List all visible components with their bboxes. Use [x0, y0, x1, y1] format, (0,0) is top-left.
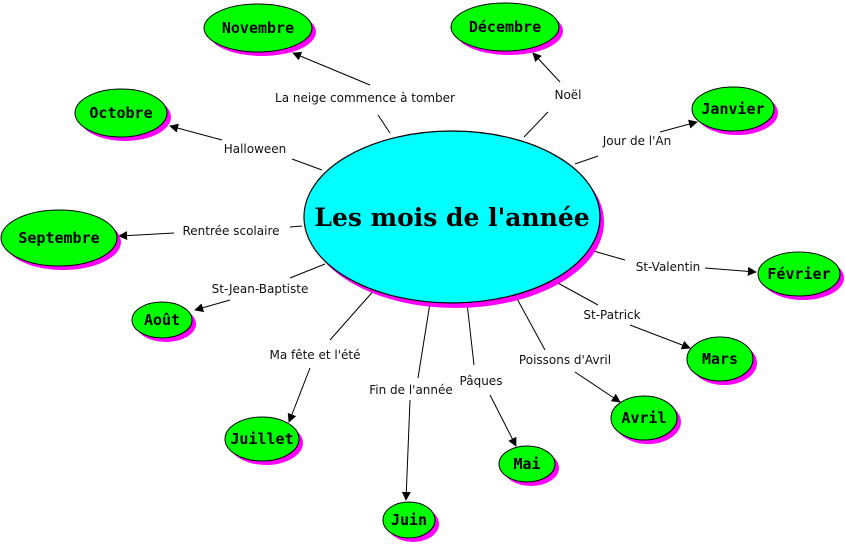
month-node-juillet[interactable]: Juillet — [224, 416, 303, 465]
arrow-mai — [489, 394, 517, 447]
month-node-septembre[interactable]: Septembre — [0, 209, 121, 270]
connector-decembre — [523, 111, 549, 138]
node-ellipse — [691, 86, 775, 132]
center-node-ellipse — [303, 130, 601, 304]
link-label-mars[interactable]: St-Patrick — [583, 308, 640, 322]
connector-mars — [555, 281, 599, 306]
month-label: Mars — [702, 350, 738, 368]
arrow-decembre — [532, 52, 561, 83]
month-label: Juin — [391, 511, 427, 529]
node-ellipse — [686, 336, 754, 382]
connector-mai — [466, 302, 475, 366]
month-node-aout[interactable]: Août — [131, 301, 196, 342]
link-label-aout[interactable]: St-Jean-Baptiste — [212, 282, 309, 296]
month-label: Juillet — [230, 430, 293, 448]
connector-juin — [417, 302, 431, 379]
connector-avril — [514, 294, 546, 351]
link-label-avril[interactable]: Poissons d'Avril — [519, 353, 611, 367]
month-node-octobre[interactable]: Octobre — [74, 88, 171, 141]
arrow-mars — [629, 324, 691, 350]
month-label: Février — [767, 265, 830, 283]
node-ellipse — [610, 395, 678, 441]
connector-janvier — [574, 155, 599, 165]
connector-novembre — [377, 114, 391, 134]
month-node-mars[interactable]: Mars — [686, 336, 757, 385]
link-label-fevrier[interactable]: St-Valentin — [636, 260, 701, 274]
node-ellipse — [74, 88, 168, 138]
connector-fevrier — [589, 249, 626, 261]
month-node-novembre[interactable]: Novembre — [203, 3, 316, 56]
link-label-septembre[interactable]: Rentrée scolaire — [182, 224, 279, 238]
arrow-avril — [574, 371, 621, 403]
link-label-decembre[interactable]: Noël — [554, 88, 581, 102]
arrow-juillet — [287, 367, 311, 423]
node-ellipse — [498, 445, 556, 483]
arrow-fevrier — [704, 266, 757, 276]
link-label-novembre[interactable]: La neige commence à tomber — [275, 91, 455, 105]
center-node[interactable]: Les mois de l'année — [303, 130, 604, 308]
arrow-juin — [401, 399, 411, 501]
month-label: Décembre — [469, 18, 541, 36]
connector-juillet — [329, 287, 377, 341]
node-ellipse — [131, 301, 193, 339]
link-label-janvier[interactable]: Jour de l'An — [602, 134, 672, 148]
month-node-janvier[interactable]: Janvier — [691, 86, 778, 135]
arrow-septembre — [118, 231, 175, 241]
month-node-fevrier[interactable]: Février — [757, 251, 844, 300]
month-label: Septembre — [18, 229, 99, 247]
month-label: Avril — [621, 409, 666, 427]
arrow-octobre — [169, 123, 223, 141]
node-ellipse — [757, 251, 841, 297]
month-node-avril[interactable]: Avril — [610, 395, 681, 444]
month-node-decembre[interactable]: Décembre — [450, 2, 563, 55]
node-ellipse — [450, 2, 560, 52]
node-ellipse — [224, 416, 300, 462]
month-label: Mai — [513, 455, 540, 473]
arrow-aout — [194, 299, 231, 313]
arrow-novembre — [292, 51, 371, 86]
node-ellipse — [0, 209, 118, 267]
node-ellipse — [203, 3, 313, 53]
link-label-juillet[interactable]: Ma fête et l'été — [269, 348, 360, 362]
month-label: Octobre — [89, 104, 152, 122]
connector-octobre — [291, 158, 323, 171]
arrow-janvier — [659, 119, 698, 133]
center-node-label: Les mois de l'année — [314, 203, 589, 232]
link-label-juin[interactable]: Fin de l'année — [369, 383, 453, 397]
node-ellipse — [382, 501, 436, 539]
month-node-mai[interactable]: Mai — [498, 445, 559, 486]
month-label: Août — [144, 311, 180, 329]
month-node-juin[interactable]: Juin — [382, 501, 439, 542]
month-label: Janvier — [701, 100, 764, 118]
connector-septembre — [289, 225, 303, 228]
month-label: Novembre — [222, 19, 294, 37]
link-label-octobre[interactable]: Halloween — [224, 142, 287, 156]
connector-aout — [289, 263, 326, 279]
link-label-mai[interactable]: Pâques — [460, 374, 503, 388]
